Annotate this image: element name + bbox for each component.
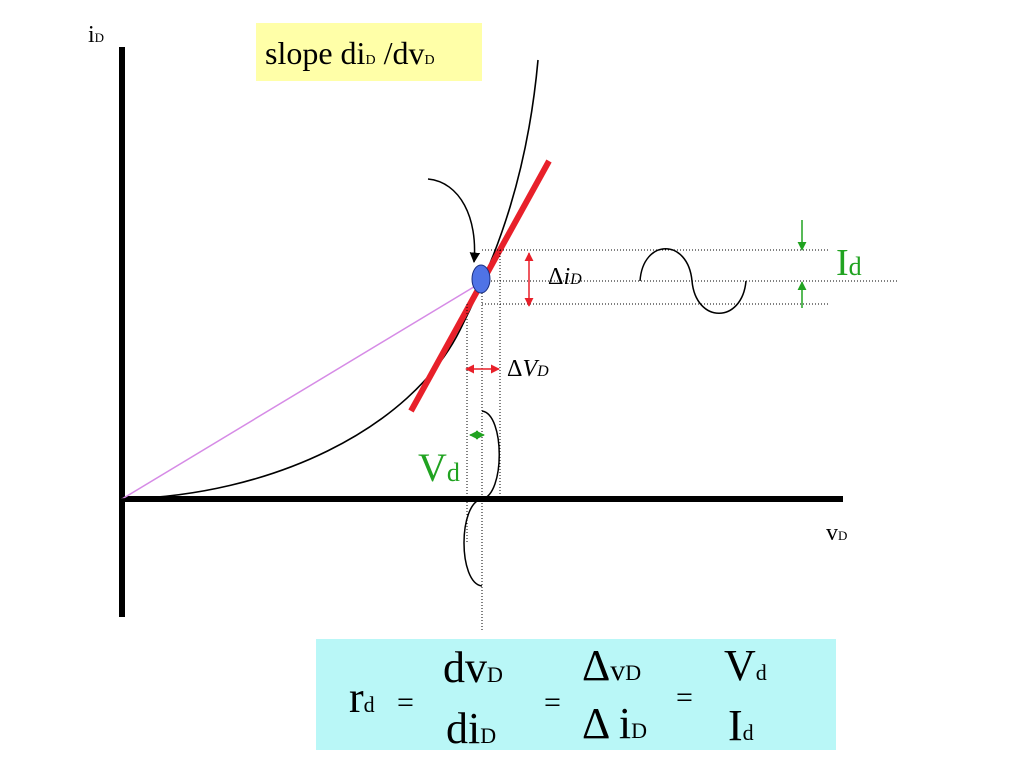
delta-i-label: ΔiD [548,264,582,291]
vd-label-sub: d [446,458,460,487]
pointer-arrow [427,178,481,264]
frac3-num-main: V [724,641,756,690]
delta-v-main: V [522,356,538,382]
frac2-num-sub: D [625,660,642,685]
slope-sub-2: D [424,53,435,68]
id-label-sub: d [848,252,862,281]
frac1-numerator: dvD [443,642,503,693]
formula-box [316,639,836,750]
frac2-den-main: i [607,699,632,748]
y-axis-label-sub: D [94,30,105,45]
delta-i-symbol: Δ [548,264,564,290]
delta-v-symbol: Δ [507,356,523,382]
formula-eq-3: = [676,681,693,714]
frac1-num-sub: D [487,662,503,687]
frac3-numerator: Vd [724,640,767,691]
frac3-num-sub: d [755,660,767,685]
frac2-num-main: v [610,654,626,687]
operating-point-marker [471,264,491,294]
frac3-den-sub: d [742,720,754,745]
frac1-den-main: di [446,704,481,753]
slope-box [256,23,482,81]
frac3-den-main: I [728,701,743,750]
formula-lhs: rd [349,672,375,723]
slope-main-2: /dv [375,35,425,71]
load-line [121,281,483,500]
frac1-den-sub: D [480,723,497,748]
diode-curve [121,59,539,500]
frac1-denominator: diD [446,703,496,754]
delta-i-main: i [563,264,571,290]
delta-i-sub: D [570,271,582,288]
slope-sub-1: D [365,53,376,68]
x-axis-label-main: v [826,520,838,546]
formula-eq-1: = [397,686,414,719]
frac1-num-main: dv [443,643,487,692]
formula-eq-2: = [544,686,561,719]
slope-main-1: slope di [265,35,366,71]
formula-lhs-sub: d [363,692,375,717]
x-axis-label: vD [826,520,847,547]
slope-text: slope diD /dvD [265,35,435,72]
current-sine-wave [639,248,747,314]
id-label: Id [836,241,862,285]
x-axis-label-sub: D [838,528,848,543]
frac2-den-sub: D [631,718,647,743]
y-axis-label: iD [88,22,104,49]
frac3-denominator: Id [728,700,754,751]
delta-v-sub: D [537,363,549,380]
vd-label-main: V [418,445,447,490]
dotted-guides [466,249,898,632]
frac2-numerator: ΔvD [582,640,641,691]
frac2-num-delta: Δ [582,641,611,690]
formula-lhs-main: r [349,673,364,722]
vd-label: Vd [418,444,460,491]
frac2-denominator: Δ iD [582,698,647,749]
y-axis-label-main: i [88,22,95,48]
frac2-den-delta: Δ [582,699,608,748]
voltage-sine-wave [463,410,500,587]
id-label-main: I [836,242,849,284]
delta-v-label: ΔVD [507,356,549,383]
